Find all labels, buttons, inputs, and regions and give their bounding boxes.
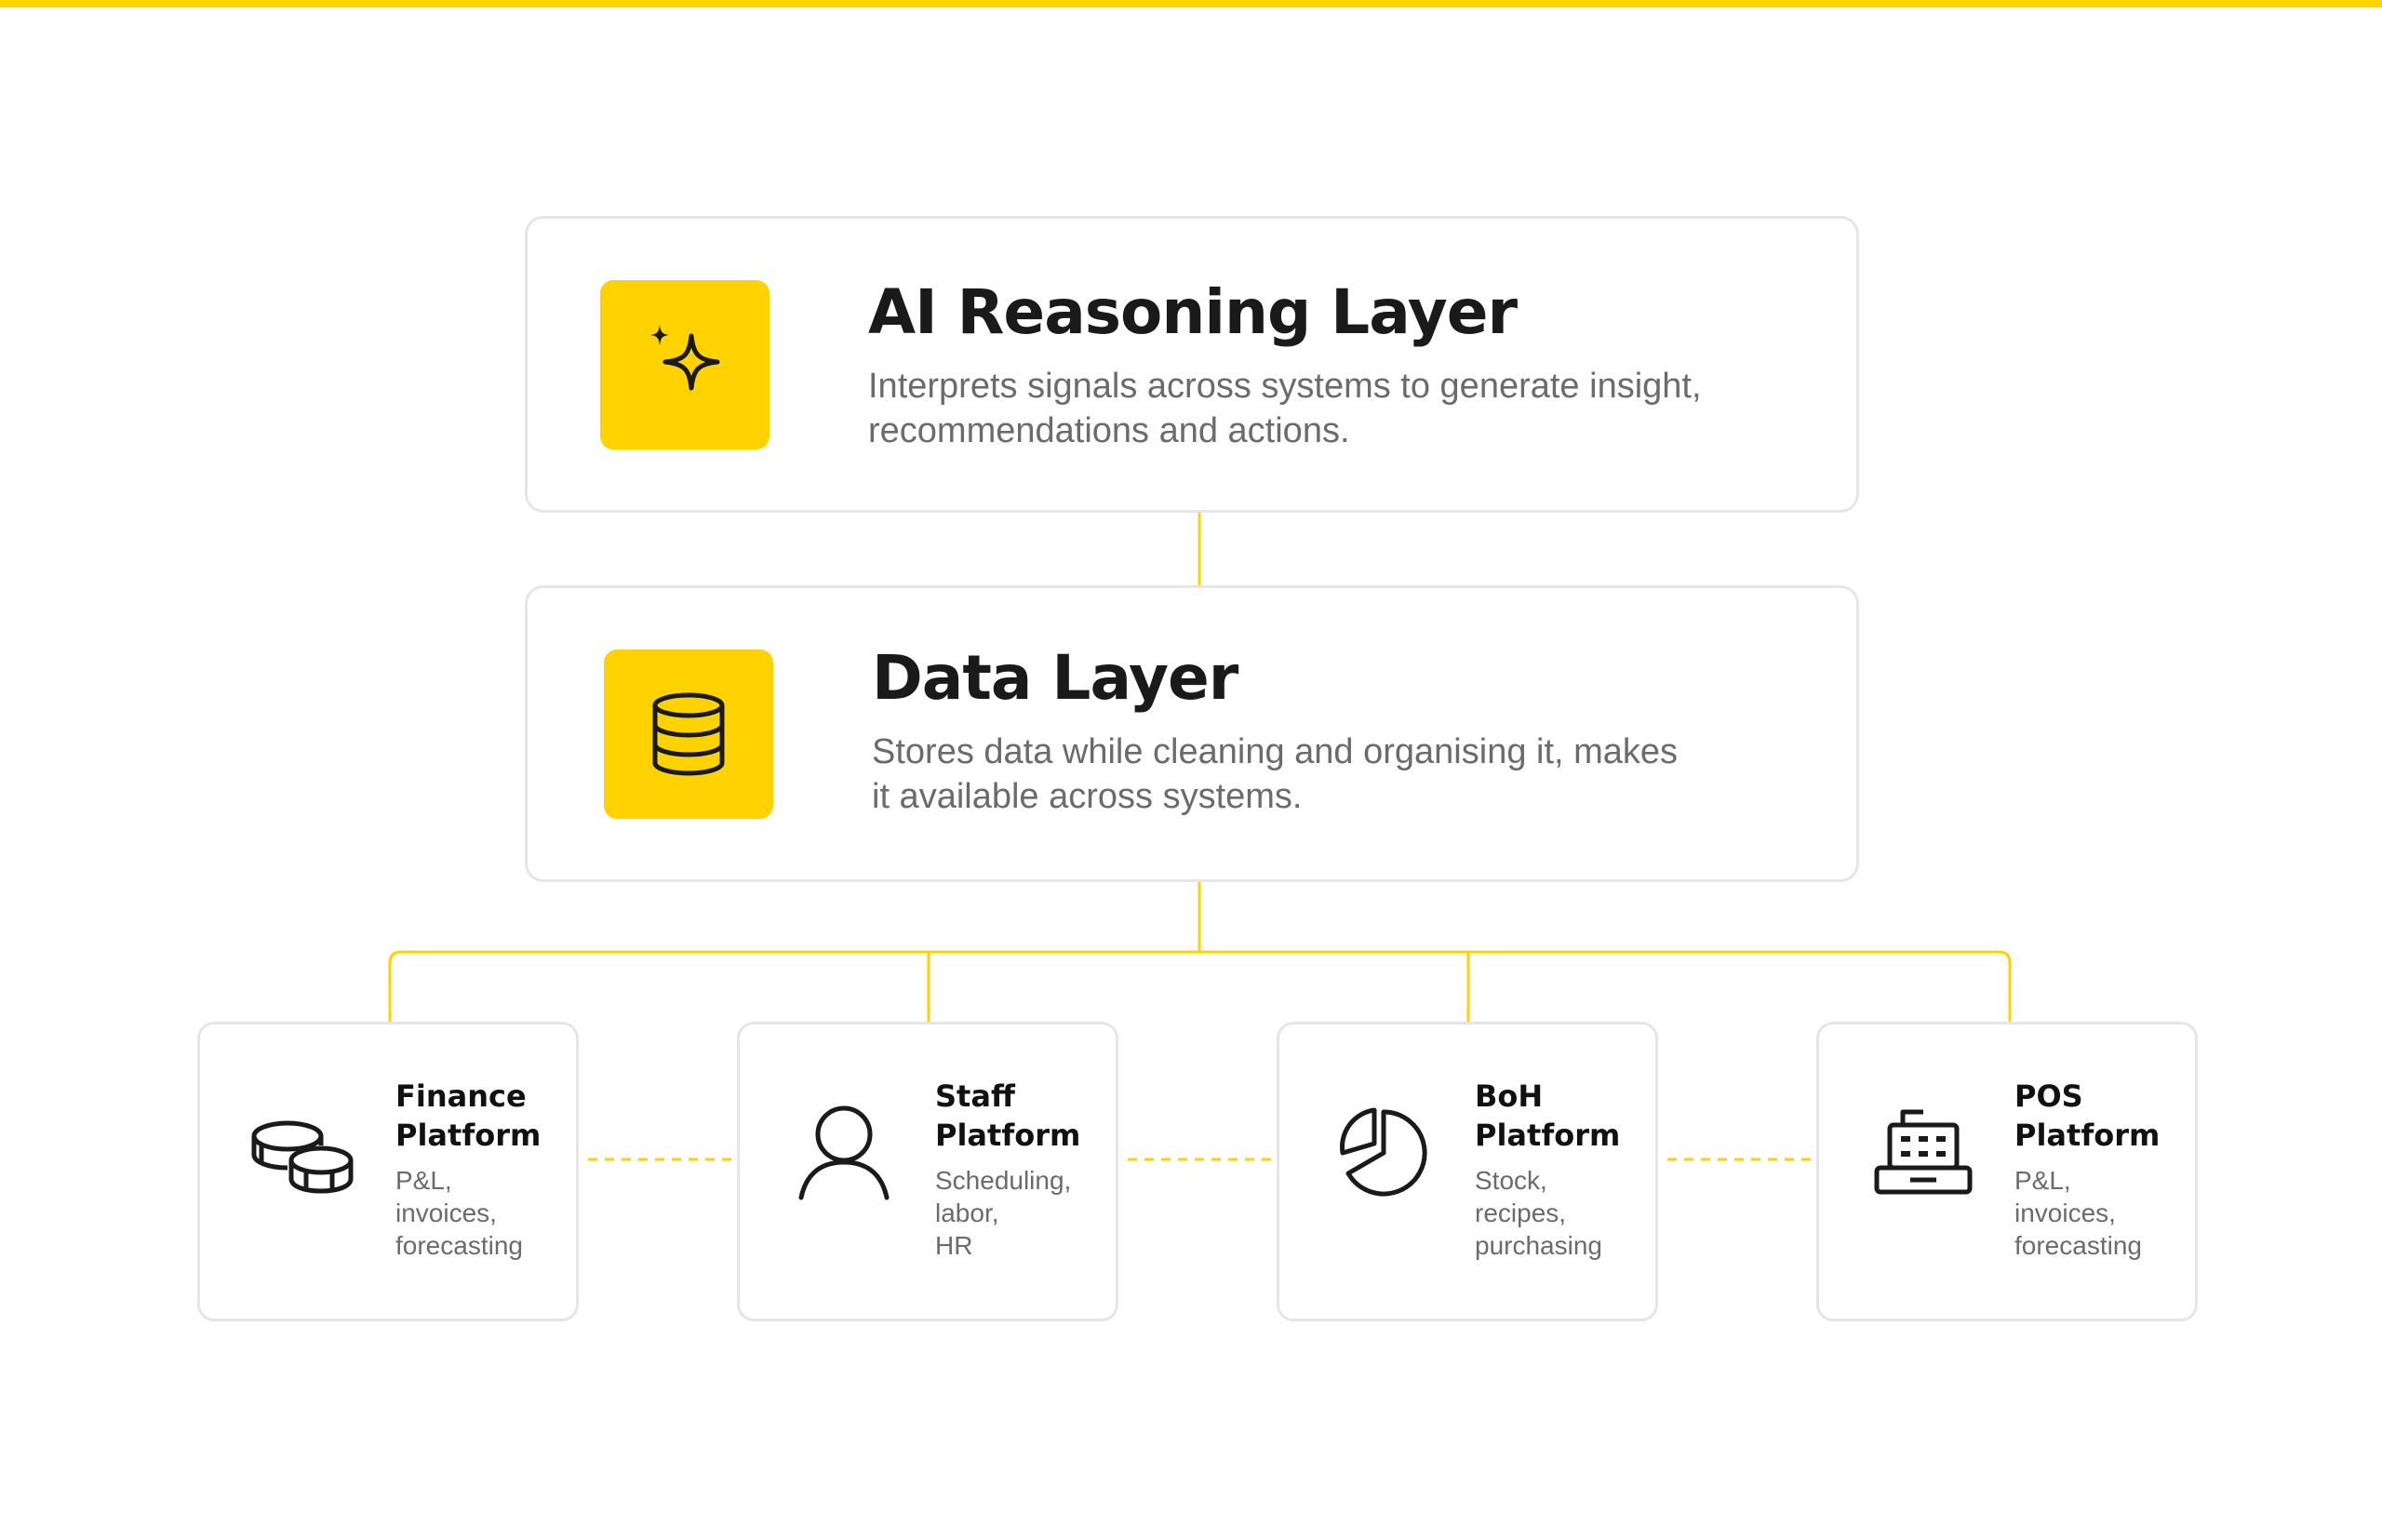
finance-desc-line: invoices, [395,1199,497,1227]
staff-desc-line: HR [935,1231,973,1260]
boh-platform-card: BoH Platform Stock, recipes, purchasing [1277,1022,1658,1321]
ai-layer-icon-tile [600,280,769,449]
finance-platform-title: Finance Platform [395,1078,542,1153]
pos-desc-line: forecasting [2014,1231,2142,1260]
user-icon [798,1105,890,1200]
pos-desc-line: invoices, [2014,1199,2116,1227]
staff-desc-line: Scheduling, [935,1166,1072,1195]
ai-layer-description: Interprets signals across systems to gen… [868,367,1702,450]
finance-desc-line: forecasting [395,1231,523,1260]
staff-platform-description: Scheduling, labor, HR [935,1164,1112,1262]
top-accent-bar [0,0,2382,7]
boh-platform-title: BoH Platform [1475,1078,1621,1153]
staff-platform-title: Staff Platform [935,1078,1081,1153]
pos-desc-line: P&L, [2014,1166,2071,1195]
coins-icon [251,1120,354,1194]
data-layer-card: Data Layer Stores data while cleaning an… [525,585,1859,882]
data-layer-description: Stores data while cleaning and organisin… [872,732,1679,816]
cash-register-icon [1874,1109,1973,1195]
boh-desc-line: Stock, [1475,1166,1547,1195]
data-layer-title: Data Layer [872,642,1238,714]
data-layer-icon-tile [604,649,773,819]
pos-platform-description: P&L, invoices, forecasting [2014,1164,2191,1262]
pos-platform-card: POS Platform P&L, invoices, forecasting [1816,1022,2198,1321]
ai-reasoning-layer-card: AI Reasoning Layer Interprets signals ac… [525,216,1859,513]
connector-bus [388,950,2012,1022]
ai-layer-title: AI Reasoning Layer [868,276,1518,348]
database-icon [652,692,725,776]
finance-platform-description: P&L, invoices, forecasting [395,1164,572,1262]
pie-chart-icon [1340,1107,1427,1197]
staff-platform-card: Staff Platform Scheduling, labor, HR [737,1022,1118,1321]
staff-desc-line: labor, [935,1199,999,1227]
finance-desc-line: P&L, [395,1166,452,1195]
sparkle-icon [650,325,720,391]
boh-platform-description: Stock, recipes, purchasing [1475,1164,1652,1262]
boh-desc-line: purchasing [1475,1231,1602,1260]
boh-desc-line: recipes, [1475,1199,1567,1227]
pos-platform-title: POS Platform [2014,1078,2161,1153]
finance-platform-card: Finance Platform P&L, invoices, forecast… [197,1022,579,1321]
